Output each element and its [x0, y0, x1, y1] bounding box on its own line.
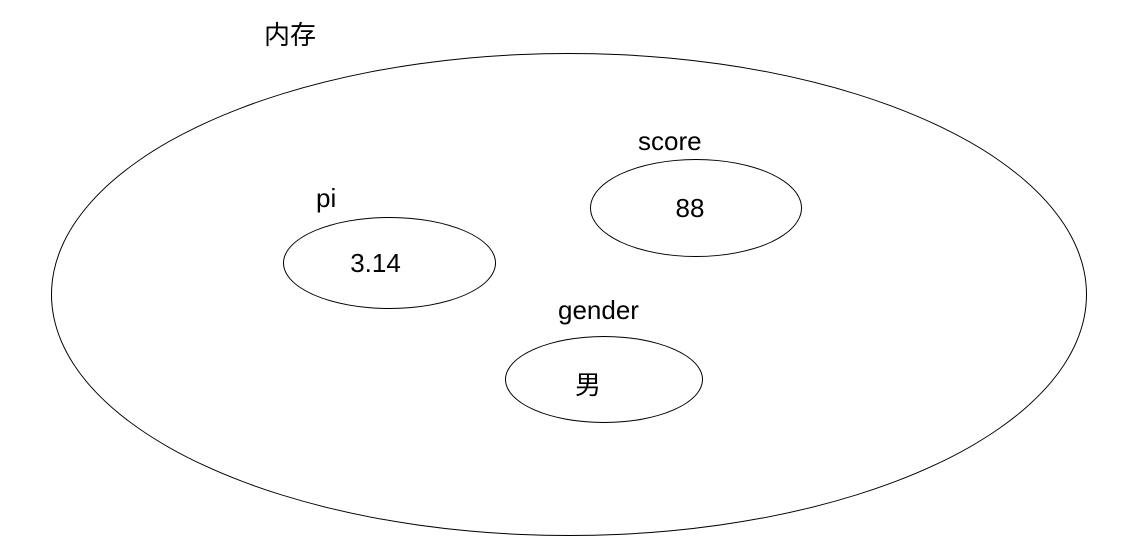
- variable-ellipse-score: [590, 159, 802, 257]
- memory-ellipse: [51, 53, 1087, 536]
- variable-value-wrap-pi: 3.14: [283, 217, 496, 309]
- variable-value-gender: 男: [574, 370, 601, 400]
- variable-value-pi: 3.14: [350, 247, 401, 278]
- variable-value-wrap-score: 88: [590, 159, 802, 257]
- variable-label-gender: gender: [558, 295, 639, 325]
- variable-label-score: score: [638, 126, 702, 156]
- variable-label-pi: pi: [316, 183, 337, 213]
- memory-label: 内存: [264, 20, 317, 50]
- variable-ellipse-pi: [283, 217, 496, 309]
- variable-ellipse-gender: [505, 336, 703, 423]
- variable-value-score: 88: [675, 192, 705, 223]
- variable-value-wrap-gender: 男: [505, 336, 703, 423]
